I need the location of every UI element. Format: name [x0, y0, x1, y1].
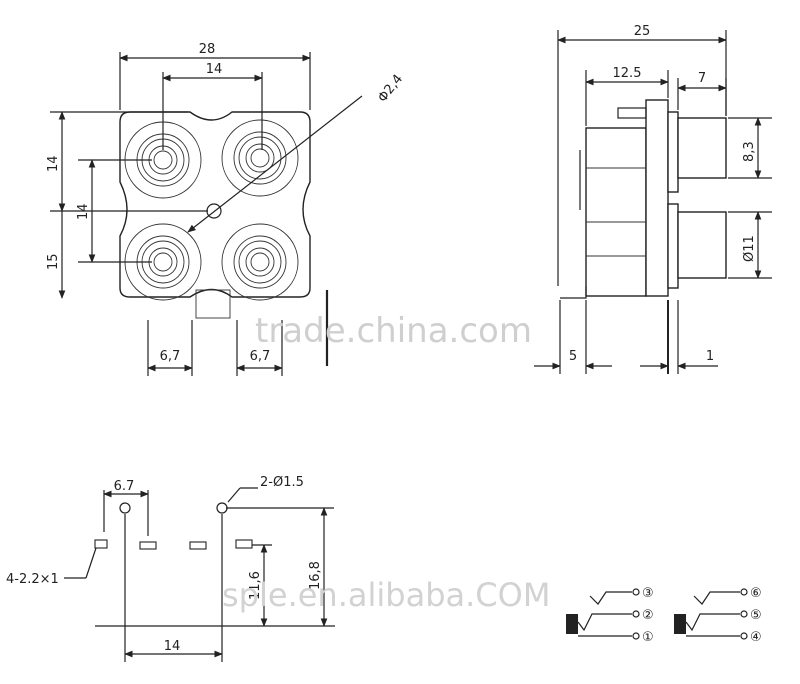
dim-6-7-pcb: 6.7 [114, 479, 135, 494]
pcb-pad [139, 541, 157, 550]
jack-top-right [221, 119, 299, 197]
dim-16-8: 16,8 [308, 561, 323, 590]
dim-1: 1 [706, 349, 714, 364]
dim-6-7-right: 6,7 [250, 349, 271, 364]
pin-6: ⑥ [750, 586, 762, 601]
watermark-trade-china: trade.china.com [255, 311, 532, 351]
mount-hole-left [119, 502, 131, 514]
pcb-pad [189, 541, 207, 550]
upper-jack [677, 117, 727, 179]
pin-1: ① [642, 630, 654, 645]
dim-15-left: 15 [46, 253, 61, 270]
dim-6-7-left: 6,7 [160, 349, 181, 364]
lower-jack [677, 211, 727, 279]
dim-center-hole-dia: Φ2,4 [375, 72, 406, 106]
pcb-pad [235, 539, 253, 549]
pin-4: ④ [750, 630, 762, 645]
dim-11: Ø11 [742, 235, 757, 262]
side-flange [645, 99, 669, 297]
dim-7: 7 [698, 71, 706, 86]
watermark-alibaba: sple.en.alibaba.COM [222, 576, 550, 614]
dim-pads: 4-2.2×1 [6, 572, 59, 587]
dim-11-6: 11,6 [248, 571, 263, 600]
dim-25: 25 [634, 24, 651, 39]
pcb-layout: 6.7 2-Ø1.5 4-2.2×1 14 11,6 16,8 [6, 475, 335, 662]
side-rear-body [585, 127, 647, 297]
front-view: 28 14 Φ2,4 14 15 14 6,7 6,7 [46, 42, 406, 376]
pin-3: ③ [642, 586, 654, 601]
side-view: 25 12.5 7 8,3 Ø11 5 1 [534, 24, 772, 374]
mount-hole-right [216, 502, 228, 514]
dim-mount-holes: 2-Ø1.5 [260, 475, 304, 490]
pcb-pad [94, 539, 108, 549]
dim-5: 5 [569, 349, 577, 364]
dim-14-inner: 14 [76, 203, 91, 220]
dim-14-pcb: 14 [164, 639, 181, 654]
jack-bottom-right [221, 223, 299, 301]
switch-contact-right [674, 614, 686, 634]
dim-14-horizontal: 14 [206, 62, 223, 77]
pin-5: ⑤ [750, 608, 762, 623]
dim-14-left: 14 [46, 155, 61, 172]
dim-28: 28 [199, 42, 216, 57]
pin-schematic: ③ ② ① ⑥ ⑤ ④ [566, 586, 762, 645]
switch-contact-left [566, 614, 578, 634]
dim-8-3: 8,3 [742, 141, 757, 162]
pin-2: ② [642, 608, 654, 623]
dim-12-5: 12.5 [613, 66, 642, 81]
